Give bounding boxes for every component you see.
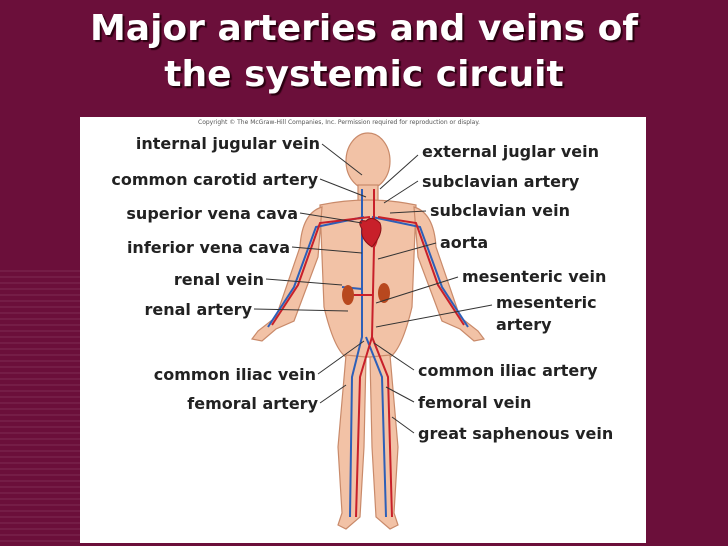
label-subclavian-artery: subclavian artery <box>422 172 580 191</box>
label-femoral-artery: femoral artery <box>187 394 318 413</box>
label-aorta: aorta <box>440 233 488 252</box>
decorative-stripes <box>0 270 80 546</box>
right-kidney <box>378 283 390 303</box>
label-inferior-vena-cava: inferior vena cava <box>127 238 290 257</box>
label-common-iliac-artery: common iliac artery <box>418 361 598 380</box>
label-external-juglar-vein: external juglar vein <box>422 142 599 161</box>
label-renal-vein: renal vein <box>174 270 264 289</box>
left-kidney <box>342 285 354 305</box>
label-renal-artery: renal artery <box>145 300 253 319</box>
label-mesenteric-vein: mesenteric vein <box>462 267 606 286</box>
heart-shape <box>359 217 382 248</box>
label-subclavian-vein: subclavian vein <box>430 201 570 220</box>
circulatory-diagram: internal jugular vein common carotid art… <box>111 132 613 530</box>
label-great-saphenous-vein: great saphenous vein <box>418 424 613 443</box>
label-superior-vena-cava: superior vena cava <box>126 204 298 223</box>
label-mesenteric-artery-line1: mesenteric <box>496 293 597 312</box>
copyright-notice: Copyright © The McGraw-Hill Companies, I… <box>198 119 480 126</box>
title-line-1: Major arteries and veins of <box>89 8 639 49</box>
left-labels: internal jugular vein common carotid art… <box>111 134 320 413</box>
human-body-figure <box>250 132 486 530</box>
title-line-2: the systemic circuit <box>164 54 564 95</box>
label-common-carotid-artery: common carotid artery <box>111 170 318 189</box>
label-common-iliac-vein: common iliac vein <box>154 365 316 384</box>
diagram-panel: Copyright © The McGraw-Hill Companies, I… <box>80 117 646 543</box>
leader-lines <box>253 143 493 434</box>
label-mesenteric-artery-line2: artery <box>496 315 552 334</box>
right-labels: external juglar vein subclavian artery s… <box>418 142 613 443</box>
slide-title: Major arteries and veins of the systemic… <box>0 6 728 98</box>
label-femoral-vein: femoral vein <box>418 393 531 412</box>
label-internal-jugular-vein: internal jugular vein <box>136 134 320 153</box>
